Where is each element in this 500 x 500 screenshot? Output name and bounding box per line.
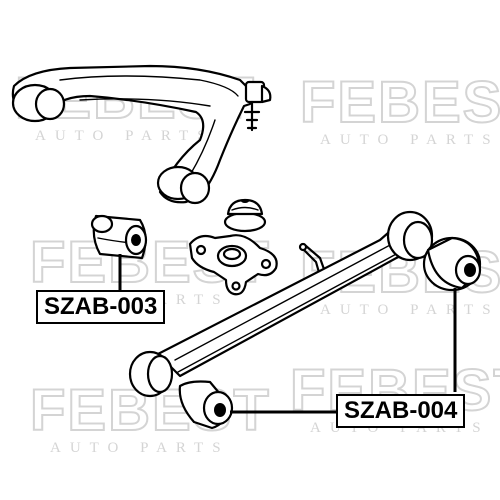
dust-boot-part: [223, 198, 267, 233]
svg-text:FEBEST: FEBEST: [300, 70, 500, 135]
svg-text:AUTO PARTS: AUTO PARTS: [320, 302, 500, 318]
front-bushing-part: [90, 214, 148, 260]
lower-control-arm: [128, 210, 482, 430]
svg-text:AUTO PARTS: AUTO PARTS: [35, 128, 215, 144]
part-label-szab-004: SZAB-004: [336, 394, 466, 428]
part-label-szab-003: SZAB-003: [36, 290, 166, 324]
svg-text:AUTO PARTS: AUTO PARTS: [50, 440, 230, 456]
svg-text:AUTO PARTS: AUTO PARTS: [320, 132, 500, 148]
ball-joint-flange-part: [188, 234, 278, 296]
upper-control-arm: [11, 64, 272, 205]
watermark-top-right: FEBEST AUTO PARTS: [299, 69, 500, 148]
leader-lines: [118, 254, 457, 414]
